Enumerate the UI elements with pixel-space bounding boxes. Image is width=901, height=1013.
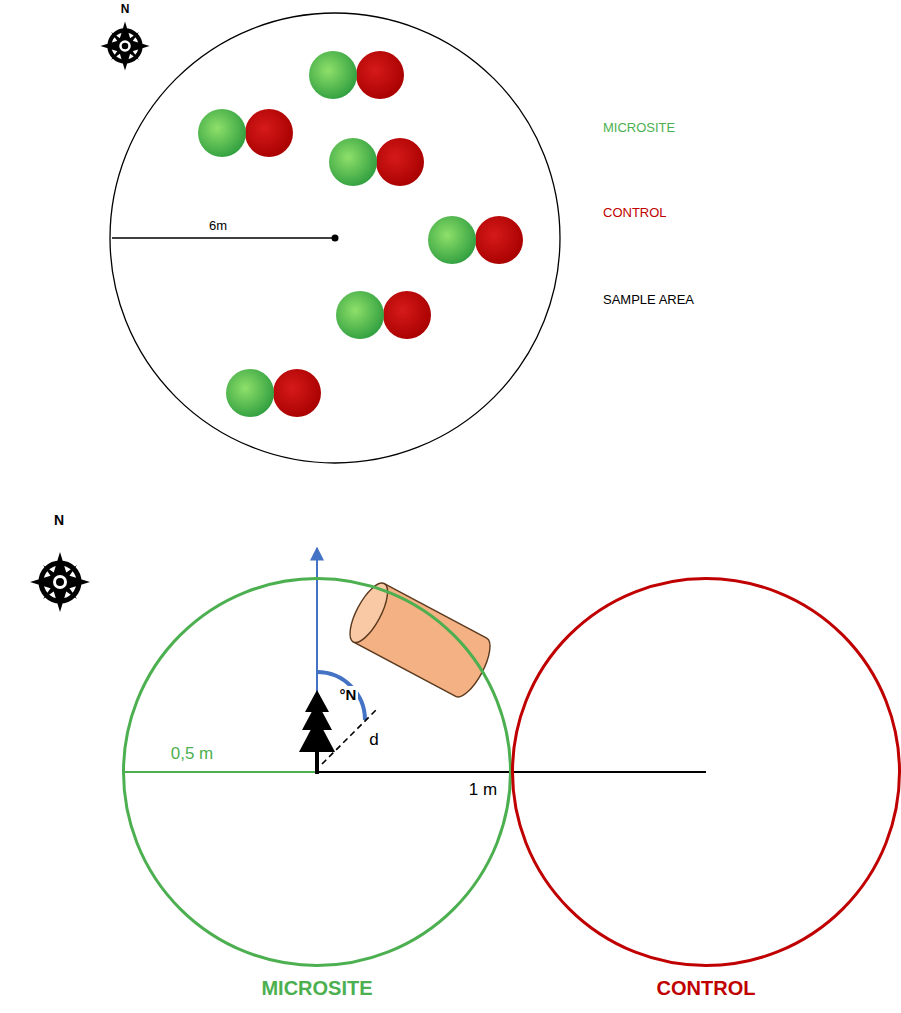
radius-line: [112, 237, 335, 239]
circle-heading: CONTROL: [511, 977, 901, 1000]
micro-radius-line: [124, 771, 317, 773]
legend-color: CONTROL: [603, 205, 667, 220]
circle-heading: MICROSITE: [122, 977, 512, 1000]
distance-dash: [322, 708, 378, 764]
azimuth-label: °N: [338, 686, 359, 703]
radius-dimension: 0,5 m: [171, 744, 214, 764]
sample-area-circle: [110, 13, 560, 463]
microsite-circle: MICROSITE: [122, 577, 512, 1000]
microsite-disc: [329, 138, 377, 186]
control-disc: [383, 291, 431, 339]
control-disc: [475, 216, 523, 264]
control-disc: [376, 138, 424, 186]
compass-icon: [100, 21, 149, 70]
microsite-disc: [226, 369, 274, 417]
microsite-disc: [428, 216, 476, 264]
microsite-disc: [336, 291, 384, 339]
legend-color: SAMPLE AREA: [603, 292, 694, 307]
legend-entry: SAMPLE AREA: [603, 292, 694, 307]
compass-letter: N: [54, 512, 64, 528]
distance-dimension: 1 m: [467, 780, 499, 800]
center-dot: [332, 235, 339, 242]
log-symbol: [343, 578, 498, 702]
legend-text: MICROSITE: [603, 120, 675, 135]
azimuth-arc: [317, 672, 365, 720]
control-disc: [273, 369, 321, 417]
compass-letter: N: [121, 3, 130, 17]
microsite-disc: [198, 109, 246, 157]
tree-symbol: [299, 690, 335, 774]
control-disc: [245, 109, 293, 157]
legend-text: SAMPLE AREA: [603, 292, 694, 307]
control-circle: CONTROL: [511, 577, 901, 1000]
legend-entry: MICROSITE: [603, 120, 675, 135]
legend-color: MICROSITE: [603, 120, 675, 135]
control-disc: [356, 51, 404, 99]
compass-icon: [30, 552, 90, 612]
legend-text: CONTROL: [603, 205, 667, 220]
circle-outline: [122, 577, 512, 967]
distance-label: d: [369, 730, 378, 750]
legend-entry: CONTROL: [603, 205, 667, 220]
plot-pairs: [198, 51, 523, 417]
circle-outline: [511, 577, 901, 967]
microsite-disc: [309, 51, 357, 99]
radius-dimension: 6m: [209, 219, 227, 234]
